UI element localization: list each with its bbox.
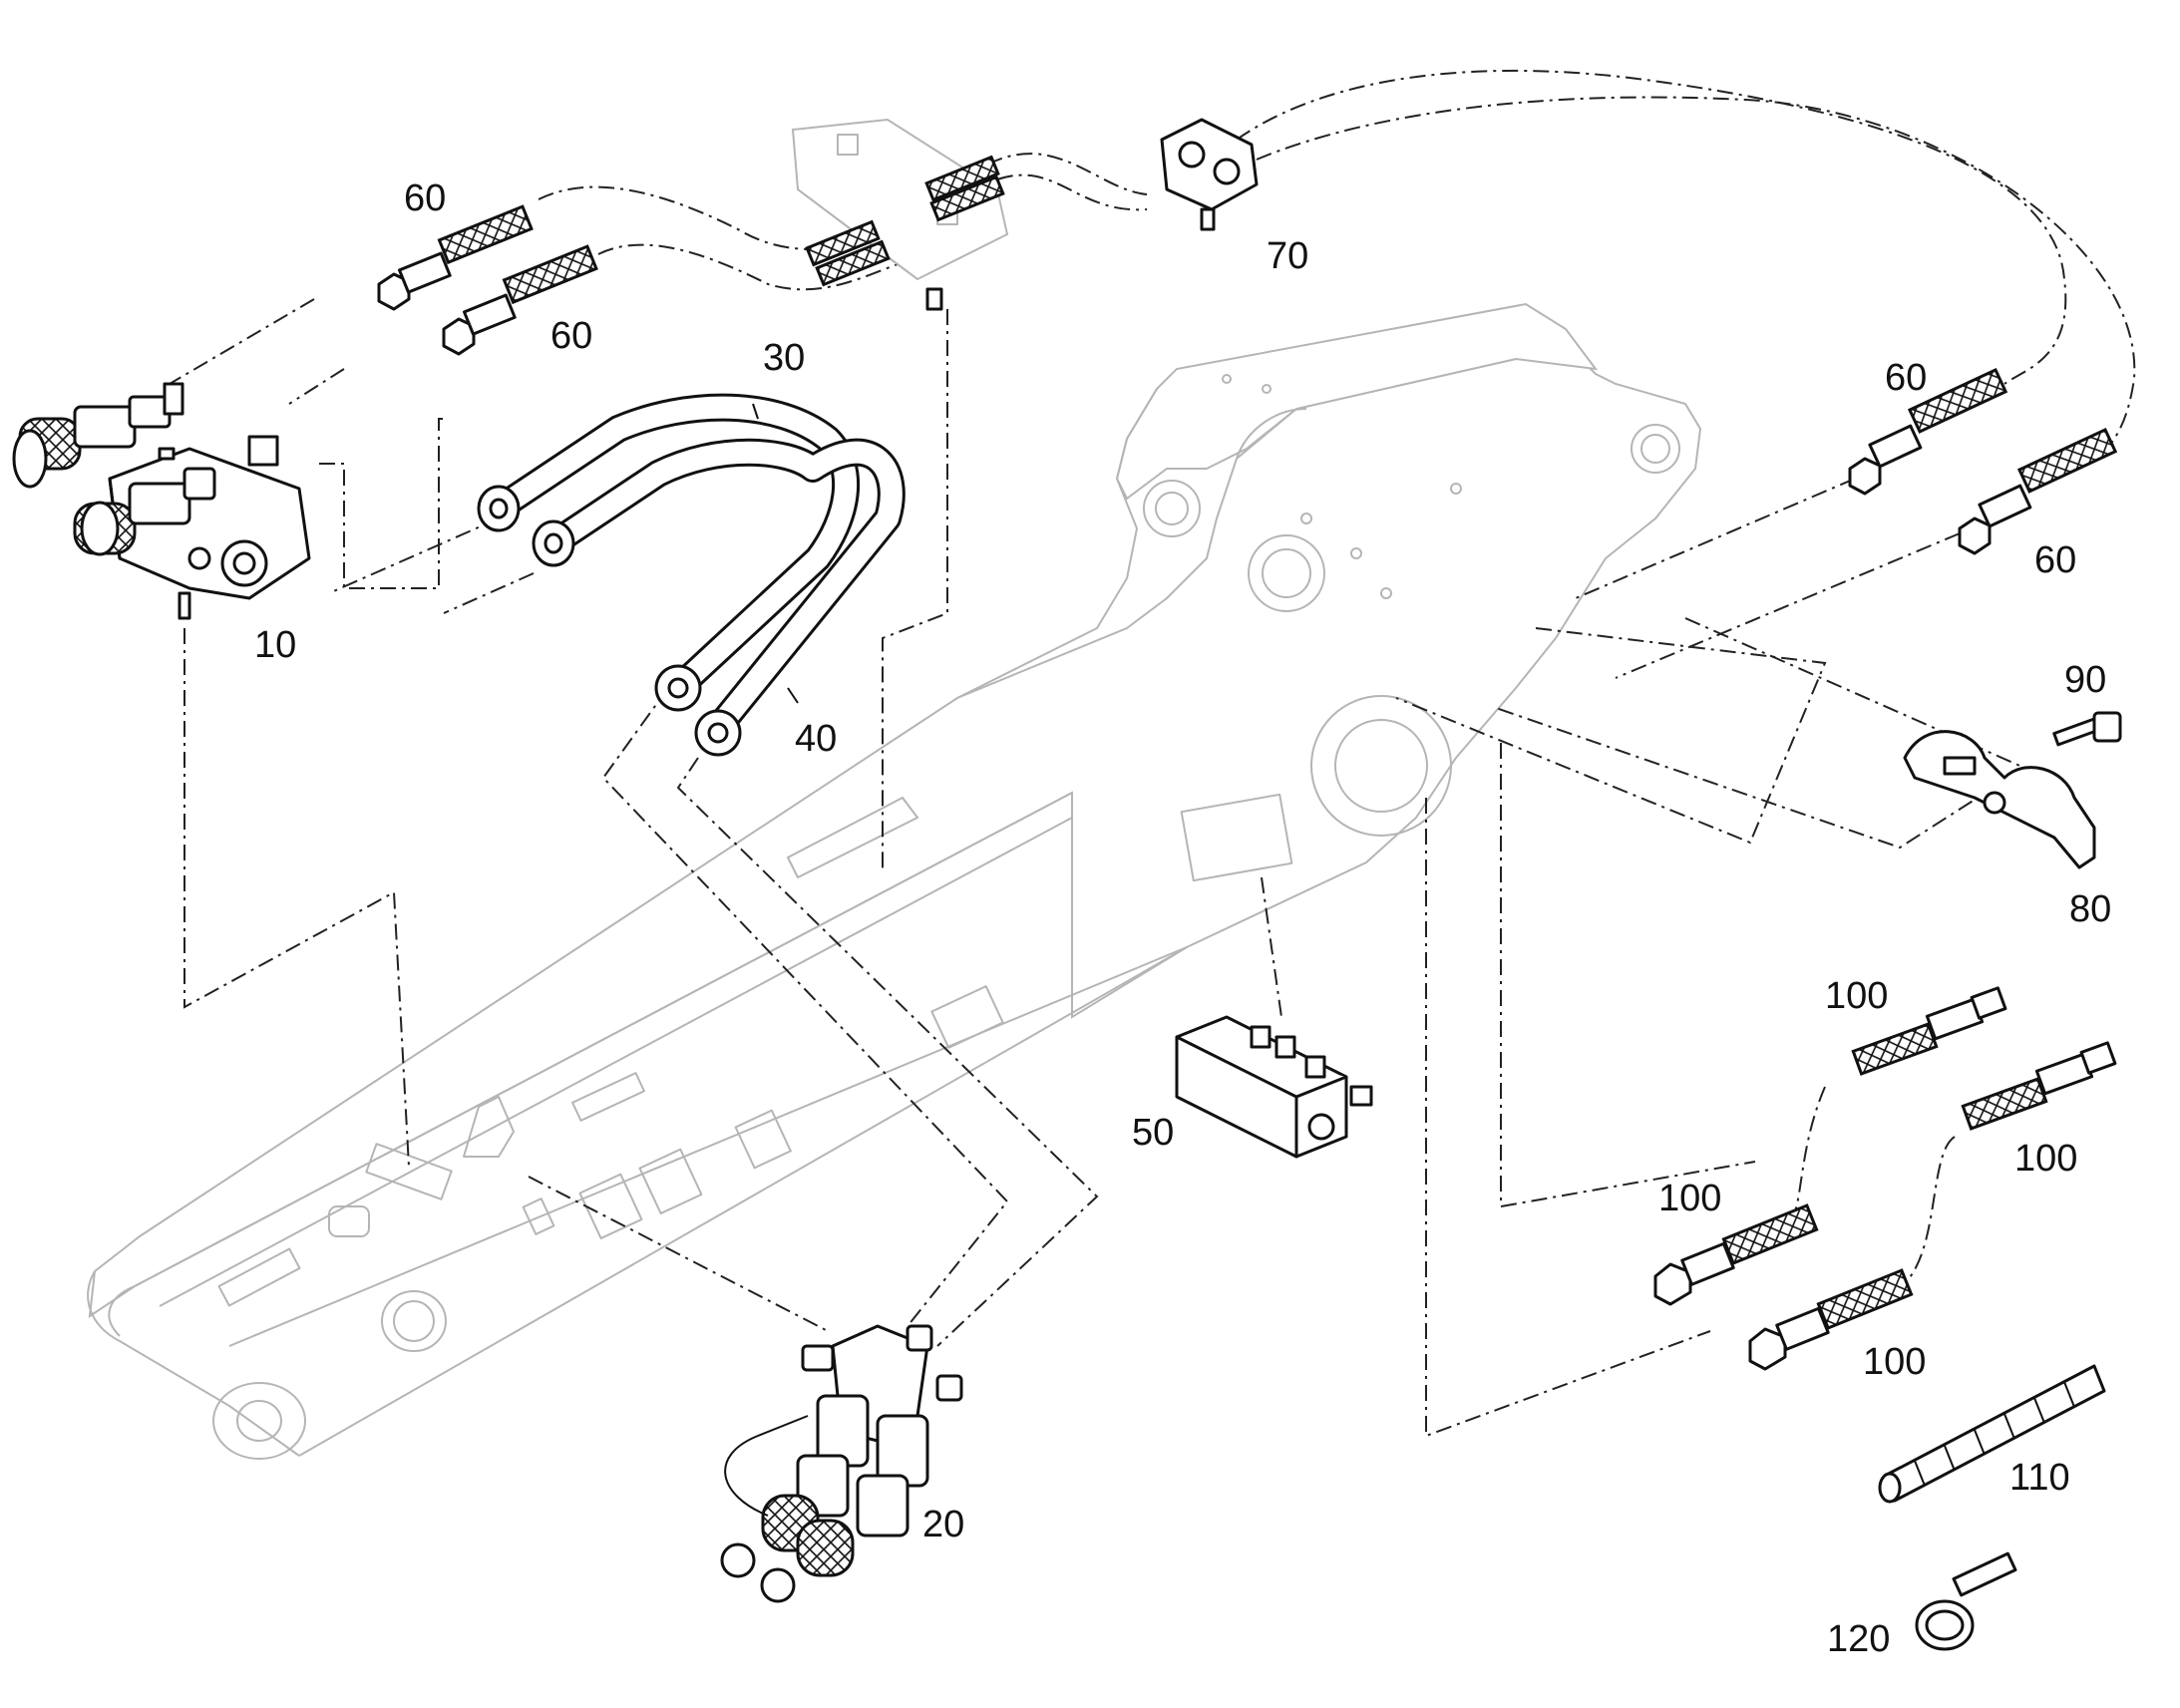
part-100-hose-3: [1653, 1203, 1819, 1306]
part-50-valve-block: [1175, 793, 1373, 1159]
callout-80: 80: [2069, 888, 2112, 930]
part-60-hose-upper-2: [442, 244, 598, 356]
part-70-pipe-clamp: [1160, 118, 1259, 231]
callout-70: 70: [1267, 235, 1309, 277]
callout-110: 110: [2009, 1457, 2070, 1499]
part-100-hose-4: [1748, 1268, 1914, 1371]
callout-40: 40: [795, 718, 838, 760]
callout-120: 120: [1827, 1618, 1891, 1660]
callout-100-3: 100: [1658, 1178, 1722, 1219]
pipe-clamp-double-top: [791, 118, 1009, 311]
part-90-screw: [2052, 711, 2122, 747]
part-100-hose-1: [1851, 986, 2007, 1076]
leader-lines: [169, 69, 2136, 1438]
part-110-spiral-hose-guard: [1878, 1364, 2106, 1504]
part-80-clamp-bracket: [1903, 730, 2096, 869]
part-60-hose-upper-1: [377, 204, 534, 311]
callout-10: 10: [254, 624, 297, 666]
callout-60-right-2: 60: [2034, 539, 2077, 581]
part-60-hose-right-1: [1848, 367, 2008, 496]
callout-100-2: 100: [2014, 1138, 2078, 1180]
callout-60-upper-left-2: 60: [550, 315, 593, 357]
boom-arm-ghost: [87, 302, 1702, 1460]
part-30-40-bent-pipes: [477, 393, 906, 757]
callout-100-4: 100: [1863, 1341, 1927, 1383]
callout-90: 90: [2064, 659, 2107, 701]
part-100-hose-2: [1961, 1041, 2117, 1131]
callout-100-1: 100: [1825, 975, 1889, 1017]
part-60-hose-right-2: [1958, 427, 2118, 555]
callout-30: 30: [763, 337, 806, 379]
part-10-quick-coupler-block: [12, 382, 311, 620]
callout-60-upper-left: 60: [404, 177, 447, 219]
callout-50: 50: [1132, 1112, 1175, 1154]
part-20-quick-coupler-block: [720, 1324, 963, 1603]
callout-60-right-1: 60: [1885, 357, 1928, 399]
callout-20: 20: [922, 1504, 965, 1545]
part-120-hose-clamp: [1915, 1551, 2017, 1651]
